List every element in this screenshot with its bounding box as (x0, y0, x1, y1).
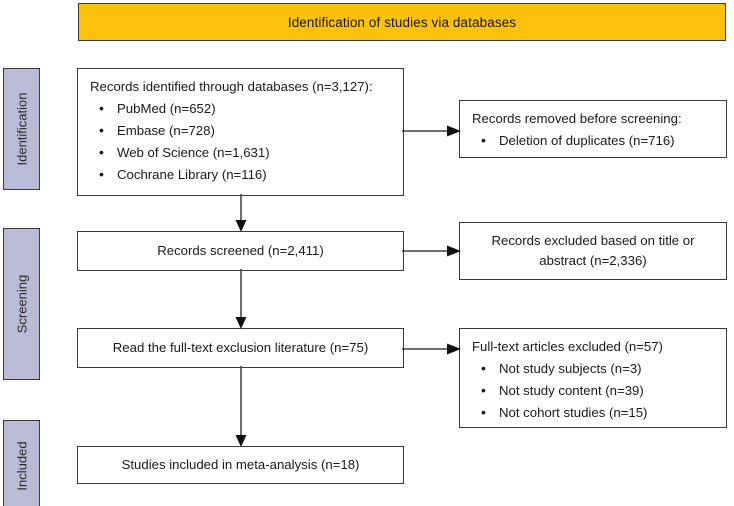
arrow-screened-to-fulltext (226, 269, 256, 330)
box-records-removed: Records removed before screening: Deleti… (459, 100, 727, 158)
box-records-excluded-line2: abstract (n=2,336) (539, 253, 647, 268)
list-item: Embase (n=728) (96, 120, 391, 142)
list-item: Web of Science (n=1,631) (96, 142, 391, 164)
arrow-fulltext-to-included (226, 366, 256, 448)
box-studies-included: Studies included in meta-analysis (n=18) (77, 446, 404, 484)
box-records-identified: Records identified through databases (n=… (77, 68, 404, 196)
stage-label-identification-text: Identification (14, 92, 29, 166)
diagram-banner: Identification of studies via databases (78, 3, 726, 41)
stage-label-screening: Screening (3, 228, 40, 380)
stage-label-included-text: Included (14, 441, 29, 491)
stage-label-included: Included (3, 420, 40, 506)
arrow-screened-to-excluded (402, 236, 462, 266)
box-fulltext-read: Read the full-text exclusion literature … (77, 328, 404, 368)
arrow-identified-to-removed (402, 116, 462, 146)
box-records-excluded-title-abstract: Records excluded based on title or abstr… (459, 222, 727, 280)
box-fulltext-excluded-lead: Full-text articles excluded (n=57) (472, 339, 663, 354)
box-records-screened-text: Records screened (n=2,411) (157, 242, 324, 258)
box-records-removed-lead: Records removed before screening: (472, 111, 682, 126)
box-records-excluded-line1: Records excluded based on title or (491, 232, 695, 248)
box-records-identified-list: PubMed (n=652) Embase (n=728) Web of Sci… (90, 98, 391, 186)
stage-label-identification: Identification (3, 68, 40, 190)
arrow-fulltext-to-excluded (402, 334, 462, 364)
list-item: PubMed (n=652) (96, 98, 391, 120)
stage-label-screening-text: Screening (14, 274, 29, 334)
box-records-identified-lead: Records identified through databases (n=… (90, 79, 373, 94)
box-fulltext-read-text: Read the full-text exclusion literature … (112, 339, 369, 355)
box-fulltext-excluded-list: Not study subjects (n=3) Not study conte… (472, 358, 714, 424)
list-item: Deletion of duplicates (n=716) (478, 130, 714, 152)
list-item: Not study content (n=39) (478, 380, 714, 402)
box-records-removed-list: Deletion of duplicates (n=716) (472, 130, 714, 152)
box-records-screened: Records screened (n=2,411) (77, 231, 404, 271)
list-item: Cochrane Library (n=116) (96, 164, 391, 186)
box-fulltext-excluded: Full-text articles excluded (n=57) Not s… (459, 328, 727, 428)
arrow-identified-to-screened (226, 194, 256, 233)
box-studies-included-text: Studies included in meta-analysis (n=18) (121, 456, 360, 472)
list-item: Not study subjects (n=3) (478, 358, 714, 380)
banner-title: Identification of studies via databases (287, 14, 517, 30)
list-item: Not cohort studies (n=15) (478, 402, 714, 424)
